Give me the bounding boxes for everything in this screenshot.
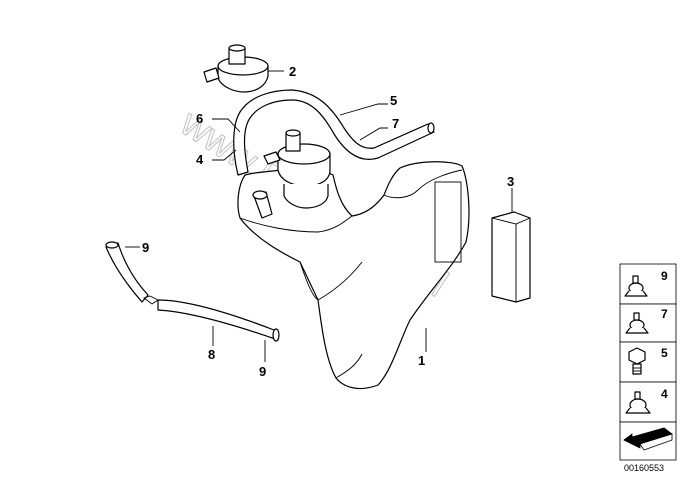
- callout-4: 4: [196, 152, 204, 167]
- callout-1: 1: [418, 353, 425, 368]
- callout-2: 2: [289, 64, 296, 79]
- direction-arrow-icon: [623, 427, 673, 451]
- reservoir-tank: [237, 161, 470, 390]
- hose-clamp-icon: [624, 275, 648, 297]
- legend-item: [619, 421, 677, 461]
- callout-8: 8: [208, 347, 215, 362]
- legend-item: 4: [619, 381, 677, 423]
- legend-number: 5: [661, 346, 668, 360]
- hex-bolt-icon: [628, 347, 646, 375]
- legend-panel: 9 7 5: [619, 263, 677, 473]
- legend-item: 7: [619, 303, 677, 343]
- callout-9-lower: 9: [259, 364, 266, 379]
- callout-5: 5: [390, 93, 397, 108]
- diagram-id: 00160553: [624, 463, 664, 473]
- legend-number: 4: [661, 387, 668, 401]
- callout-9-upper: 9: [142, 240, 149, 255]
- legend-item: 9: [619, 263, 677, 305]
- leader-lines: [125, 70, 513, 362]
- callout-6: 6: [196, 111, 203, 126]
- callout-3: 3: [507, 174, 514, 189]
- vent-hose-part-5: [233, 89, 435, 176]
- valve-cap-part-2: [203, 44, 269, 93]
- legend-number: 9: [661, 269, 668, 283]
- callout-7: 7: [392, 116, 399, 131]
- legend-number: 7: [661, 307, 668, 321]
- hose-part-8: [143, 295, 280, 342]
- legend-item: 5: [619, 341, 677, 383]
- foam-pad-part-3: [491, 211, 531, 303]
- hose-clamp-icon: [625, 391, 651, 414]
- tank-cap: [263, 129, 331, 209]
- hose-clamp-icon: [625, 312, 649, 334]
